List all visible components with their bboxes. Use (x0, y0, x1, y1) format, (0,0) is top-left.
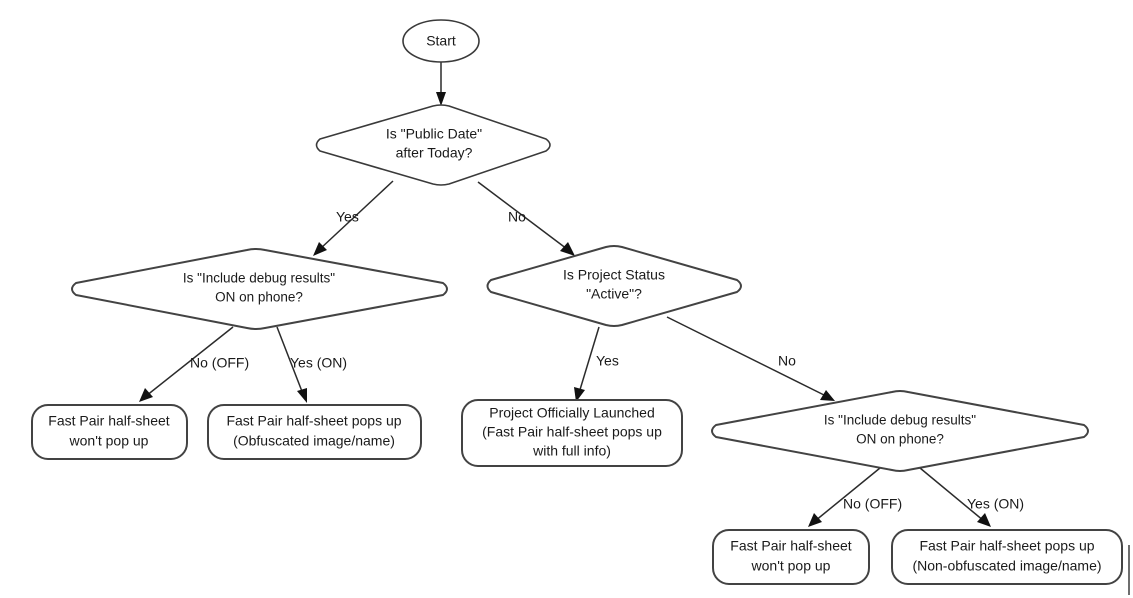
node-result-launched-line2: (Fast Pair half-sheet pops up (482, 424, 662, 440)
node-result-right-off-line1: Fast Pair half-sheet (730, 538, 851, 554)
node-result-right-on-line2: (Non-obfuscated image/name) (912, 558, 1101, 574)
edge-debug-right-on (919, 467, 991, 527)
node-result-left-on-line1: Fast Pair half-sheet pops up (226, 413, 401, 429)
node-result-left-off-line1: Fast Pair half-sheet (48, 413, 169, 429)
edge-debug-right-off (808, 467, 881, 527)
edge-label-public-date-no: No (508, 209, 526, 225)
node-debug-left-line1: Is "Include debug results" (183, 271, 335, 286)
node-start[interactable]: Start (402, 19, 480, 63)
node-debug-left-line2: ON on phone? (215, 290, 303, 305)
edge-start-to-public-date (436, 62, 446, 106)
edge-label-debug-right-on: Yes (ON) (967, 496, 1024, 512)
edge-label-public-date-yes: Yes (336, 209, 359, 225)
node-start-label: Start (426, 33, 456, 49)
node-public-date-line1: Is "Public Date" (386, 126, 482, 142)
edge-label-debug-left-off: No (OFF) (190, 355, 249, 371)
edge-debug-left-on (276, 326, 307, 403)
node-result-launched[interactable]: Project Officially Launched (Fast Pair h… (461, 399, 683, 467)
edge-debug-left-off (139, 326, 234, 402)
node-public-date-decision[interactable]: Is "Public Date" after Today? (315, 104, 551, 186)
node-project-status-decision[interactable]: Is Project Status "Active"? (486, 245, 742, 327)
node-result-right-off[interactable]: Fast Pair half-sheet won't pop up (712, 529, 870, 585)
node-result-left-on-line2: (Obfuscated image/name) (233, 433, 395, 449)
node-result-left-off-line2: won't pop up (69, 433, 149, 449)
node-result-launched-line1: Project Officially Launched (489, 405, 655, 421)
node-result-left-on[interactable]: Fast Pair half-sheet pops up (Obfuscated… (207, 404, 422, 460)
scan-artifact-line (1128, 545, 1130, 595)
node-result-right-on[interactable]: Fast Pair half-sheet pops up (Non-obfusc… (891, 529, 1123, 585)
node-project-status-line1: Is Project Status (563, 267, 665, 283)
node-result-right-off-line2: won't pop up (751, 558, 831, 574)
node-debug-right-line1: Is "Include debug results" (824, 413, 976, 428)
edge-label-debug-left-on: Yes (ON) (290, 355, 347, 371)
edge-label-debug-right-off: No (OFF) (843, 496, 902, 512)
edge-public-date-no (477, 181, 575, 256)
edge-project-status-yes (574, 326, 600, 402)
node-debug-left-decision[interactable]: Is "Include debug results" ON on phone? (71, 248, 448, 330)
node-debug-right-line2: ON on phone? (856, 432, 944, 447)
node-result-launched-line3: with full info) (532, 443, 611, 459)
edge-public-date-yes (313, 180, 394, 256)
edge-project-status-no (666, 316, 835, 401)
node-project-status-line2: "Active"? (586, 286, 642, 302)
edge-label-project-status-no: No (778, 353, 796, 369)
node-result-right-on-line1: Fast Pair half-sheet pops up (919, 538, 1094, 554)
edge-label-project-status-yes: Yes (596, 353, 619, 369)
node-debug-right-decision[interactable]: Is "Include debug results" ON on phone? (711, 390, 1089, 472)
node-public-date-line2: after Today? (396, 145, 473, 161)
node-result-left-off[interactable]: Fast Pair half-sheet won't pop up (31, 404, 188, 460)
